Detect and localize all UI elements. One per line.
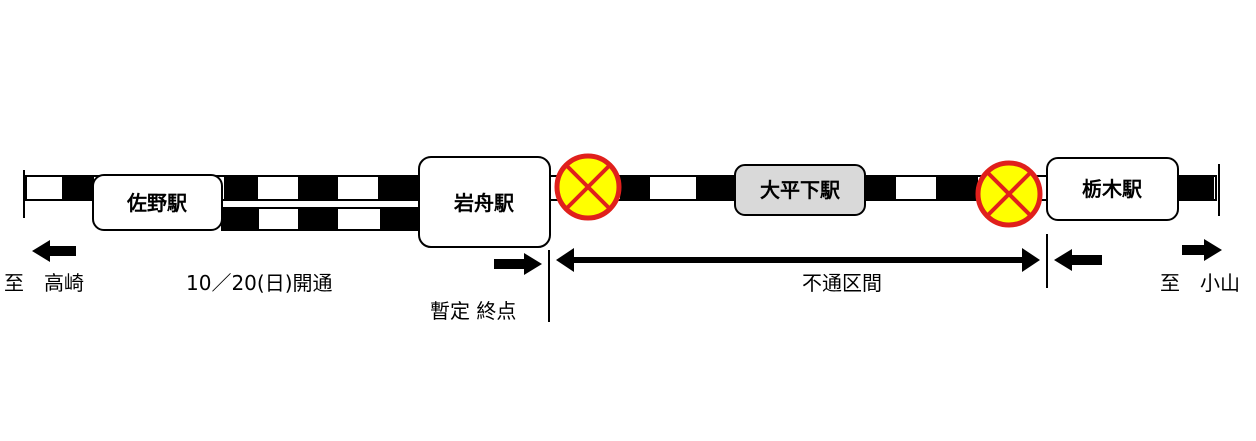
station-sano-label: 佐野駅 [126,191,187,215]
closure-marker-icon [554,153,622,221]
arrow-left-icon [1054,249,1102,271]
arrow-right-icon [1182,239,1222,261]
station-iwafune: 岩舟駅 [418,156,551,248]
temporary-terminal-label: 暫定 終点 [430,299,516,323]
closure-marker-icon [975,160,1043,228]
station-tochigi: 栃木駅 [1046,157,1179,221]
station-iwafune-label: 岩舟駅 [453,191,514,215]
reopened-label: 10／20(日)開通 [186,271,333,295]
station-tochigi-label: 栃木駅 [1082,177,1142,201]
arrow-right-icon [494,253,542,275]
to-oyama-label: 至 小山 [1160,271,1240,295]
station-sano: 佐野駅 [92,174,223,231]
suspended-section-label: 不通区間 [802,271,882,295]
double-track-section [221,207,421,231]
suspended-section-arrow [556,248,1040,272]
arrow-left-icon [32,240,76,262]
station-ohirashita: 大平下駅 [734,164,866,216]
station-ohirashita-label: 大平下駅 [760,178,840,202]
to-takasaki-label: 至 高崎 [4,271,84,295]
